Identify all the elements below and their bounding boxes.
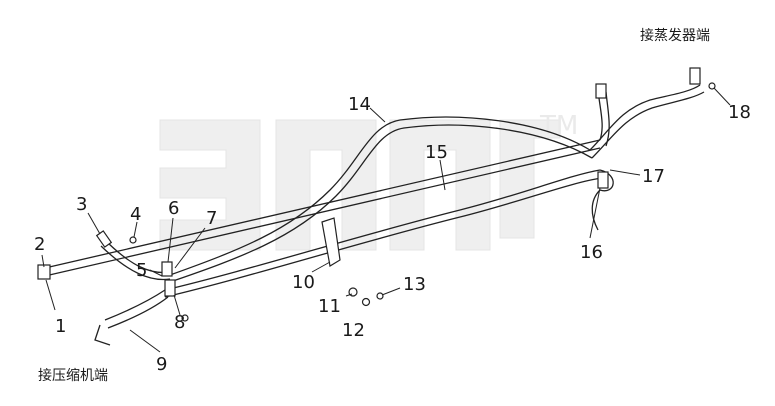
hose-3-b — [100, 245, 171, 281]
pipe-1-lower — [44, 147, 601, 277]
bracket-10 — [321, 217, 341, 267]
callout-2: 2 — [34, 234, 45, 255]
callout-10: 10 — [292, 272, 315, 293]
evaporator-end-caption: 接蒸发器端 — [640, 27, 710, 44]
clamp-8 — [164, 279, 176, 297]
fitting-18a — [689, 67, 701, 85]
bolt-13 — [376, 292, 384, 300]
callout-3: 3 — [76, 194, 87, 215]
compressor-end-caption: 接压缩机端 — [38, 367, 108, 384]
callout-13: 13 — [403, 274, 426, 295]
hose-lines — [44, 84, 705, 346]
evap-loop-b — [591, 189, 601, 231]
hose-9-fitting — [94, 324, 111, 346]
callout-9: 9 — [156, 354, 167, 375]
hose-17-b — [164, 177, 603, 298]
callout-6: 6 — [168, 198, 179, 219]
callout-5: 5 — [136, 260, 147, 281]
fitting-3 — [95, 230, 113, 248]
callout-15: 15 — [425, 142, 448, 163]
fitting-evap-top — [595, 83, 607, 99]
callout-4: 4 — [130, 204, 141, 225]
callout-7: 7 — [206, 208, 217, 229]
callouts: 1 2 3 4 5 6 7 8 9 10 11 12 13 14 15 16 1… — [34, 94, 751, 375]
fitting-16 — [597, 171, 609, 189]
watermark: TM — [159, 111, 578, 251]
callout-18: 18 — [728, 102, 751, 123]
callout-1: 1 — [55, 316, 66, 337]
hose-14-b — [169, 124, 593, 283]
pipe-1-upper — [44, 139, 601, 269]
washer-12 — [361, 297, 371, 307]
leader-lines — [41, 87, 731, 353]
part-4 — [129, 236, 137, 244]
callout-8: 8 — [174, 312, 185, 333]
evap-hose-a — [589, 84, 701, 151]
callout-17: 17 — [642, 166, 665, 187]
callout-14: 14 — [348, 94, 371, 115]
callout-11: 11 — [318, 296, 341, 317]
callout-12: 12 — [342, 320, 365, 341]
clamp-5 — [161, 261, 173, 277]
fitting-2 — [37, 264, 51, 280]
hose-9-a — [104, 289, 166, 321]
trademark-mark: TM — [539, 111, 578, 141]
hose-14-a — [169, 116, 591, 276]
hose-17-a — [164, 169, 601, 291]
callout-16: 16 — [580, 242, 603, 263]
hose-9-b — [107, 296, 169, 329]
bolt-8 — [181, 314, 189, 322]
evap-pipe-b — [605, 91, 610, 147]
oring-18 — [708, 82, 716, 90]
